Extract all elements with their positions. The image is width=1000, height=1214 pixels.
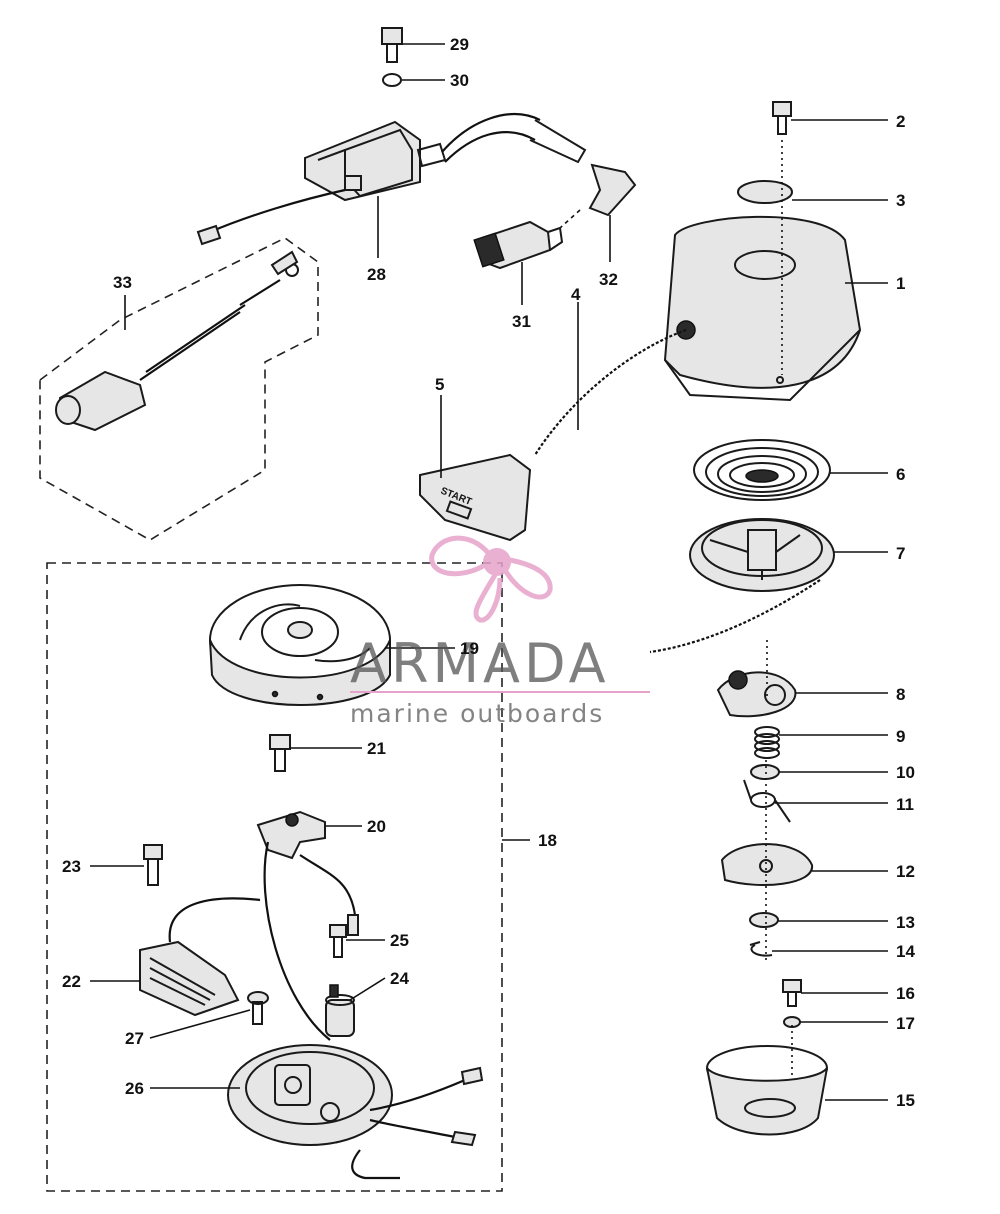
callout-20: 20	[367, 817, 386, 836]
screw-25	[329, 924, 347, 958]
spark-plug-boot-32	[559, 163, 637, 229]
leader-27	[149, 1009, 251, 1039]
callout-27: 27	[125, 1029, 144, 1048]
callout-labels: 29 30 28 32 31 33 4 5 2 3 1 6 7 8 9 10 1…	[62, 35, 915, 1110]
group-box-18	[46, 562, 503, 1192]
retainer-14	[749, 941, 773, 957]
callout-24: 24	[390, 969, 409, 988]
callout-19: 19	[460, 639, 479, 658]
callout-33: 33	[113, 273, 132, 292]
charging-coil-22	[139, 897, 261, 1017]
callout-10: 10	[896, 763, 915, 782]
callout-22: 22	[62, 972, 81, 991]
screw-21	[269, 734, 291, 772]
bolt-29	[381, 27, 403, 63]
callout-26: 26	[125, 1079, 144, 1098]
points-wire-2	[299, 854, 357, 916]
callout-18: 18	[538, 831, 557, 850]
rope-pulley-7	[649, 518, 835, 654]
starter-housing-1	[663, 215, 862, 402]
condenser-24	[325, 984, 355, 1037]
callout-2: 2	[896, 112, 905, 131]
callout-21: 21	[367, 739, 386, 758]
callout-5: 5	[435, 375, 444, 394]
cap-3	[737, 180, 793, 204]
callout-3: 3	[896, 191, 905, 210]
spring-11	[743, 779, 791, 823]
callout-29: 29	[450, 35, 469, 54]
callout-28: 28	[367, 265, 386, 284]
callout-30: 30	[450, 71, 469, 90]
pawl-8	[716, 670, 797, 718]
stator-plate-26	[227, 1044, 484, 1180]
callout-12: 12	[896, 862, 915, 881]
callout-13: 13	[896, 913, 915, 932]
wire-terminal	[347, 914, 359, 936]
starter-handle-5: START	[419, 453, 532, 542]
callout-9: 9	[896, 727, 905, 746]
callout-4: 4	[571, 285, 581, 304]
leader-24	[349, 977, 386, 1001]
callout-23: 23	[62, 857, 81, 876]
callout-14: 14	[896, 942, 915, 961]
washer-10	[750, 764, 780, 780]
stop-switch-33	[55, 250, 299, 432]
watermark-tagline: marine outboards	[350, 699, 604, 728]
callout-1: 1	[896, 274, 905, 293]
callout-8: 8	[896, 685, 905, 704]
screw-27	[247, 991, 269, 1025]
flywheel-19	[209, 584, 391, 706]
armada-watermark: ARMADA marine outboards	[350, 535, 650, 728]
washer-13	[749, 912, 779, 928]
ignition-coil	[196, 120, 421, 246]
cup-15	[706, 1045, 828, 1136]
callout-6: 6	[896, 465, 905, 484]
high-tension-lead	[416, 113, 587, 168]
starter-rope-4	[534, 328, 687, 456]
washer-30	[382, 73, 402, 87]
callout-16: 16	[896, 984, 915, 1003]
group-box-33	[39, 237, 319, 541]
callout-17: 17	[896, 1014, 915, 1033]
callout-7: 7	[896, 544, 905, 563]
bolt-2	[772, 101, 792, 135]
spark-plug-31	[473, 220, 564, 270]
points-wire	[263, 841, 331, 1041]
bolt-16	[782, 979, 802, 1007]
rewind-spring-6	[693, 439, 831, 501]
callout-25: 25	[390, 931, 409, 950]
propeller-logo-icon	[429, 535, 553, 623]
callout-15: 15	[896, 1091, 915, 1110]
watermark-brand: ARMADA	[350, 632, 610, 695]
callout-11: 11	[896, 795, 914, 814]
screw-23	[143, 844, 163, 886]
breaker-points-20	[256, 810, 326, 860]
plate-12	[720, 843, 814, 886]
callout-32: 32	[599, 270, 618, 289]
spring-9	[754, 726, 780, 759]
callout-31: 31	[512, 312, 531, 331]
